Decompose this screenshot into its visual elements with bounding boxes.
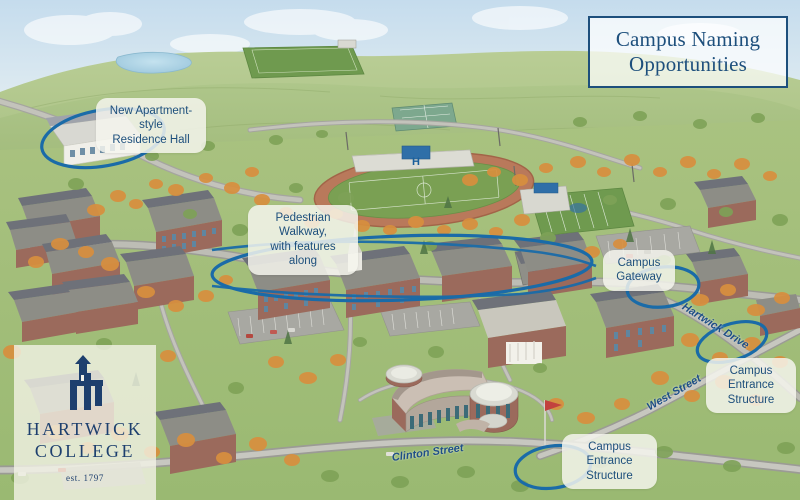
callout-new-residence-hall[interactable]: New Apartment-style Residence Hall: [96, 98, 206, 154]
logo-name-line-1: HARTWICK: [26, 419, 144, 439]
logo-established: est. 1797: [66, 472, 104, 483]
pond: [115, 51, 192, 74]
callout-campus-gateway[interactable]: Campus Gateway: [603, 250, 675, 291]
museum-rotunda-building: [385, 364, 519, 433]
hartwick-college-logo-card: HARTWICK COLLEGE est. 1797: [14, 345, 156, 500]
press-box: [401, 145, 431, 160]
logo-name-line-2: COLLEGE: [34, 440, 136, 461]
title-plaque: Campus Naming Opportunities: [588, 16, 788, 88]
title-line-1: Campus Naming: [615, 27, 761, 52]
trees: [3, 111, 795, 492]
callout-pedestrian-walkway[interactable]: Pedestrian Walkway, with features along: [248, 205, 358, 275]
title-line-2: Opportunities: [628, 52, 748, 76]
stadium-letter-h: H: [412, 156, 420, 168]
bleachers: H: [351, 145, 475, 173]
buildings-west: [8, 190, 222, 342]
highlight-pedestrian-walkway: [210, 233, 594, 303]
distant-sports-field: [242, 39, 365, 79]
flagpole: [544, 400, 562, 448]
hartwick-tower-icon: [70, 355, 103, 410]
tennis-courts: [391, 102, 458, 132]
buildings-south: [472, 248, 748, 368]
callout-campus-entrance-south[interactable]: Campus Entrance Structure: [562, 434, 657, 490]
callout-campus-entrance-east[interactable]: Campus Entrance Structure: [706, 358, 796, 414]
